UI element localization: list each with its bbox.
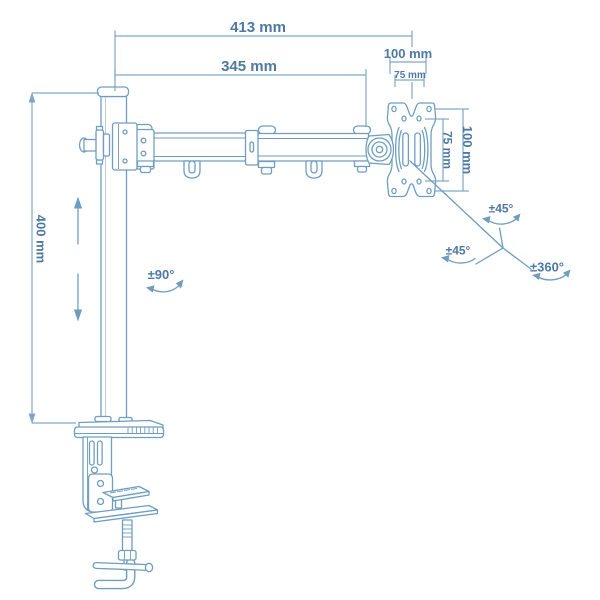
dim-vesa-width-label: 100 mm [384,46,432,61]
clamp-nut [117,549,137,561]
tilt-arc-upper-icon [482,213,521,225]
arm-clip-icon [136,160,371,175]
dim-total-reach [114,30,413,91]
callout-lines [409,160,532,270]
labels: 413 mm 345 mm 100 mm 75 mm 75 mm 100 mm … [34,19,565,282]
clamp-ribs [127,427,158,433]
tension-knob [78,125,111,165]
tilt-lower-label: ±45° [446,244,471,258]
tilt-joint [365,133,395,166]
dim-pole-height [28,92,99,424]
vesa-plate [386,102,437,198]
height-adjust-arrows [73,196,83,322]
desk-clamp [73,415,165,590]
vesa-screw-holes [391,105,432,195]
pole-clamp-bracket [111,122,138,171]
rotation-callouts [146,160,571,293]
clamp-top-plate [73,426,165,439]
dim-vesa-width [389,56,427,74]
rotation-arc-icon [532,269,571,281]
dim-vesa-height [435,108,469,192]
dim-pole-height-label: 400 mm [34,215,49,263]
tilt-arc-lower-icon [441,255,476,264]
arm-mid-joint [244,129,259,166]
dim-vesa-hole-height-label: 75 mm [441,131,455,169]
tilt-upper-label: ±45° [489,202,514,216]
arm [78,122,372,179]
pole-cap [96,86,130,98]
dimension-lines [28,30,469,424]
dim-arm-length-label: 345 mm [221,58,277,75]
dim-arm-length [114,69,367,127]
pad-hatch [109,487,138,494]
cable-hook-icon [183,160,323,179]
arm-bolt-icon [257,125,277,135]
arm-segment-2 [251,132,370,162]
vesa-slot [402,132,410,167]
vesa-slot [414,132,422,167]
dim-vesa-height-label: 100 mm [460,126,475,174]
swivel-arc-icon [146,279,184,293]
swivel-label: ±90° [148,267,175,282]
dim-vesa-hole-width [394,74,425,99]
rotation-label: ±360° [530,260,564,275]
arm-bolt-icon [352,125,372,135]
dim-vesa-hole-width-label: 75 mm [394,70,426,81]
clamp-screw [92,519,154,590]
dim-total-reach-label: 413 mm [230,19,286,36]
